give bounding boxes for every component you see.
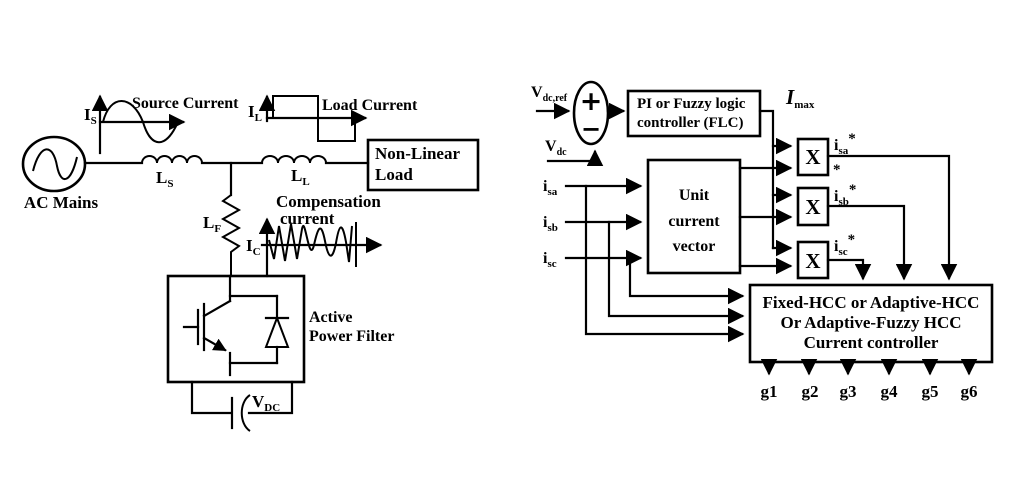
isa-feedback-arrow (584, 184, 745, 343)
sum-minus-sign: − (581, 115, 601, 143)
ic-distorted-wave (268, 223, 353, 263)
isa-ref-label: isa* (834, 131, 856, 157)
vdc-fb-arrow (546, 149, 604, 167)
nonlinear-load-label-line1: Non-Linear (375, 144, 460, 163)
isa-ref-arrow (826, 154, 958, 281)
gate-label-g4: g4 (881, 382, 899, 401)
apf-label-line1: Active (309, 309, 353, 326)
isc-feedback-arrow (628, 256, 745, 305)
nonlinear-load-box (366, 138, 480, 192)
is-label: IS (84, 105, 97, 127)
ls-label: LS (156, 168, 173, 190)
isc-label: isc (543, 250, 557, 270)
capacitor-plate-curved (240, 394, 251, 432)
summing-junction (572, 80, 610, 146)
load-current-label: Load Current (322, 97, 418, 114)
isb-feedback-arrow (607, 220, 745, 325)
compensation-label-line2: current (280, 209, 335, 228)
inductor-lf (220, 194, 242, 276)
imax-bus (758, 109, 775, 250)
gate-label-g6: g6 (961, 382, 978, 401)
hcc-label-line2: Or Adaptive-Fuzzy HCC (780, 313, 961, 332)
pi-flc-box (626, 89, 762, 138)
hcc-controller-box (748, 283, 994, 364)
il-label: IL (248, 102, 262, 124)
compensation-label-line1: Compensation (276, 192, 381, 211)
isa-label: isa (543, 178, 558, 198)
imax-label: Imax (785, 85, 815, 111)
dc-link-right-wire (247, 380, 294, 415)
apf-circuit-diagram: AC Mains IS Source Current IL Load Curre… (21, 94, 480, 432)
dc-link-left-wire (190, 380, 233, 415)
apf-label-line2: Power Filter (309, 328, 394, 345)
il-square-wave (272, 95, 356, 142)
unit-vector-label-line2: current (668, 213, 720, 230)
pi-flc-label-line2: controller (FLC) (637, 115, 744, 131)
vdc-fb-label: Vdc (545, 138, 567, 158)
ll-label: LL (291, 166, 310, 188)
unit-vector-label-line1: Unit (679, 187, 710, 204)
isc-ref-arrow (826, 258, 872, 281)
inductor-ll (261, 155, 327, 164)
gate-label-g5: g5 (922, 382, 939, 401)
gate-label-g2: g2 (802, 382, 819, 401)
ac-mains-label: AC Mains (24, 193, 99, 212)
source-current-label: Source Current (132, 95, 239, 112)
ac-sine-icon (32, 148, 78, 180)
vdc-label: VDC (252, 392, 280, 414)
isb-label: isb (543, 214, 558, 234)
multiplier-c-label: X (805, 249, 820, 273)
gate-label-g1: g1 (761, 382, 778, 401)
sum-plus-sign: + (580, 86, 603, 117)
vdcref-label: Vdc,ref (531, 84, 568, 104)
multiplier-a-label: X (805, 145, 820, 169)
isb-ref-arrow (826, 204, 913, 281)
ic-label: IC (246, 236, 261, 258)
igbt-emitter-arrow (202, 336, 227, 352)
nonlinear-load-label-line2: Load (375, 165, 413, 184)
unit-vector-label-line3: vector (673, 238, 716, 255)
hcc-label-line1: Fixed-HCC or Adaptive-HCC (763, 293, 980, 312)
lf-label: LF (203, 213, 221, 235)
apf-box (166, 274, 306, 384)
controller-block-diagram: Vdc,ref + − Vdc PI or Fuzzy logic contro… (531, 80, 994, 401)
apf-top-wire (228, 274, 279, 298)
inductor-ls (141, 155, 203, 164)
multiplier-b-label: X (805, 195, 820, 219)
is-sine-wave (102, 100, 179, 143)
igbt-collector-diagonal (202, 299, 232, 318)
gate-label-g3: g3 (840, 382, 857, 401)
hcc-label-line3: Current controller (804, 333, 939, 352)
isc-ref-label: isc* (834, 232, 855, 258)
isb-ref-label: isb* (834, 182, 856, 208)
stray-asterisk: * (833, 162, 841, 178)
diode-triangle (264, 315, 290, 348)
pi-flc-label-line1: PI or Fuzzy logic (637, 96, 746, 112)
